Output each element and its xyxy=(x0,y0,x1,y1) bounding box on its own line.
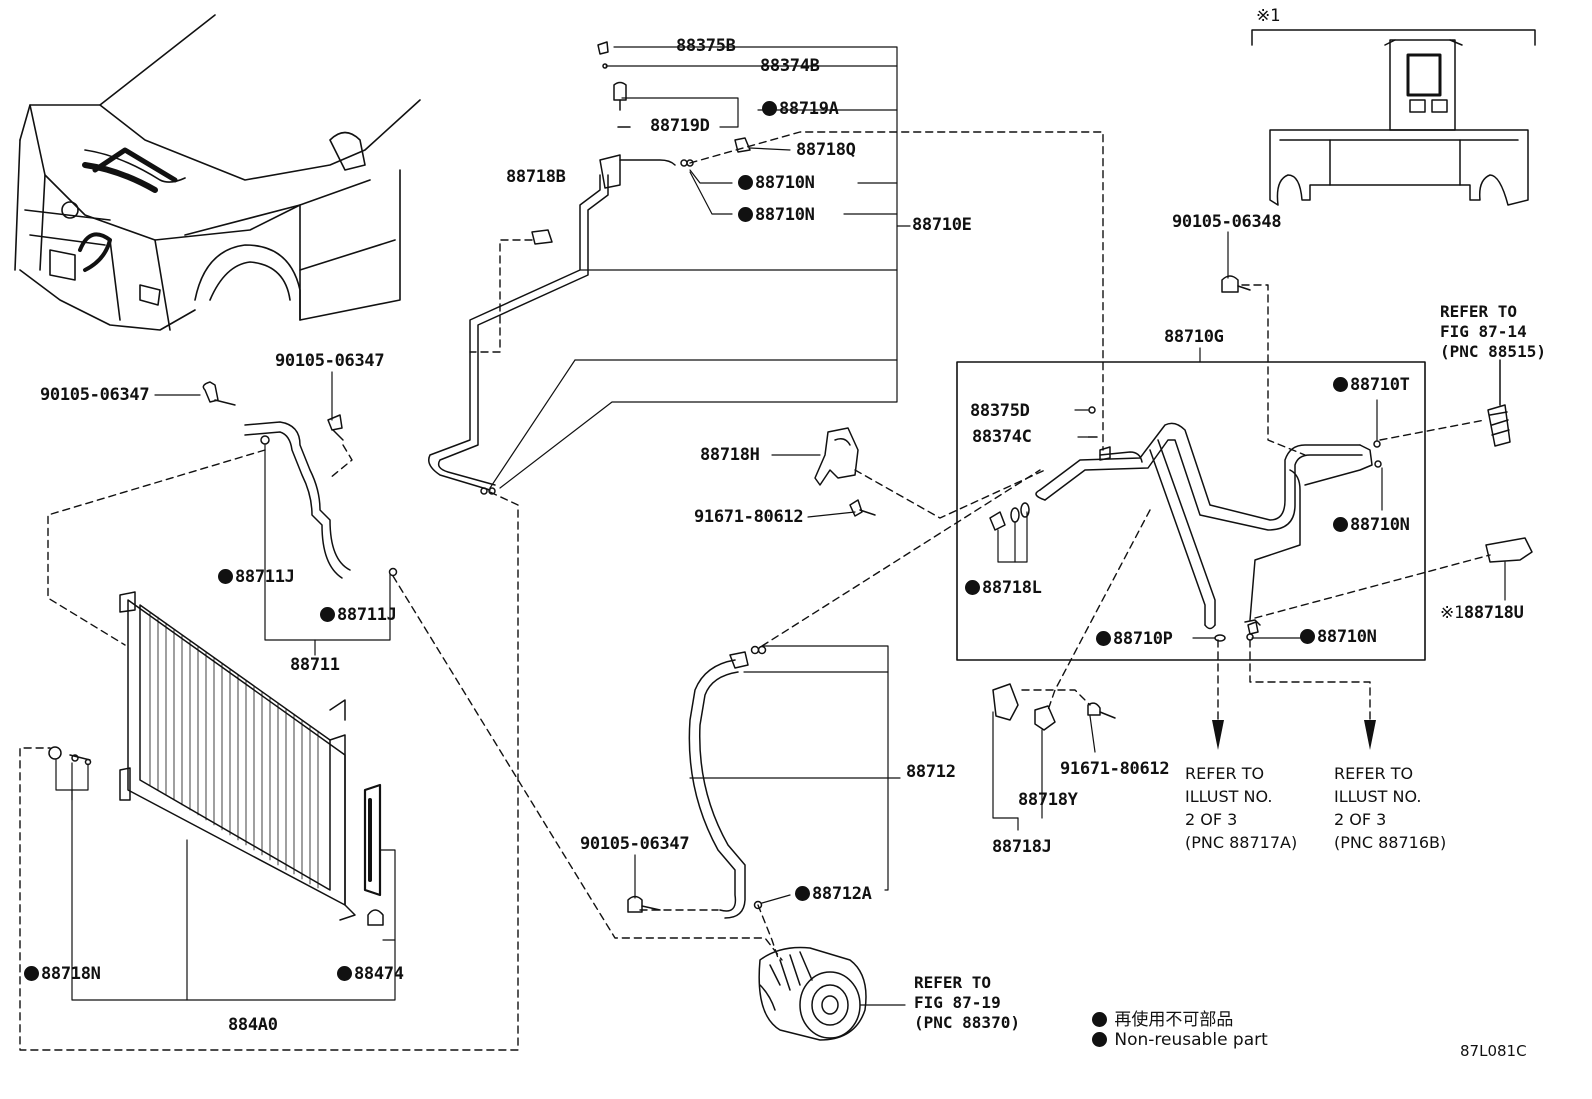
note-symbol-top: ※1 xyxy=(1256,6,1280,26)
part-label-88718Y: 88718Y xyxy=(1018,790,1078,810)
part-label-88718J: 88718J xyxy=(992,837,1052,857)
inset-bracket-illustration xyxy=(1251,29,1536,206)
part-label-91671-80612-upper: 91671-80612 xyxy=(694,507,804,527)
non-reusable-dot xyxy=(24,966,39,981)
non-reusable-dot xyxy=(762,101,777,116)
legend-non-reusable-en: Non-reusable part xyxy=(1092,1030,1268,1050)
part-label-90105-06347-left: 90105-06347 xyxy=(40,385,150,405)
vehicle-front-illustration xyxy=(14,14,421,331)
part-label-88718U: ※188718U xyxy=(1440,603,1524,623)
part-label-90105-06347-upper: 90105-06347 xyxy=(275,351,385,371)
part-label-91671-80612-lower: 91671-80612 xyxy=(1060,759,1170,779)
part-label-90105-06347-lower: 90105-06347 xyxy=(580,834,690,854)
non-reusable-dot xyxy=(1092,1032,1107,1047)
part-label-88710N-right: 88710N xyxy=(1333,516,1410,534)
non-reusable-dot xyxy=(965,580,980,595)
part-label-88711J-right: 88711J xyxy=(320,606,397,624)
non-reusable-dot xyxy=(795,886,810,901)
part-label-88718B: 88718B xyxy=(506,167,566,187)
non-reusable-dot xyxy=(1333,517,1348,532)
part-label-88710N-lower: 88710N xyxy=(738,206,815,224)
diagram-code: 87L081C xyxy=(1460,1042,1527,1060)
part-label-88718N: 88718N xyxy=(24,965,101,983)
ac-piping-diagram xyxy=(14,14,1536,1051)
non-reusable-dot xyxy=(1096,631,1111,646)
part-label-88719D: 88719D xyxy=(650,116,710,136)
arrow-heads xyxy=(1212,720,1376,750)
part-label-88374C: 88374C xyxy=(972,427,1032,447)
part-label-88375D: 88375D xyxy=(970,401,1030,421)
non-reusable-dot xyxy=(738,175,753,190)
part-label-88710T: 88710T xyxy=(1333,376,1410,394)
part-label-88375B: 88375B xyxy=(676,36,736,56)
hose-88712-illustration xyxy=(627,645,767,919)
pipe-88710E-illustration xyxy=(428,41,751,495)
part-label-88710N-upper: 88710N xyxy=(738,174,815,192)
non-reusable-dot xyxy=(1300,629,1315,644)
non-reusable-dot xyxy=(320,607,335,622)
non-reusable-dot xyxy=(738,207,753,222)
dashed-lines xyxy=(19,131,1491,1051)
part-label-90105-06348: 90105-06348 xyxy=(1172,212,1282,232)
small-parts-illustration xyxy=(814,275,1533,731)
part-label-88710N-bottom: 88710N xyxy=(1300,628,1377,646)
part-label-88718L: 88718L xyxy=(965,579,1042,597)
legend-non-reusable-jp: 再使用不可部品 xyxy=(1092,1005,1233,1030)
part-label-88710E: 88710E xyxy=(912,215,972,235)
condenser-illustration xyxy=(48,591,384,926)
non-reusable-dot xyxy=(218,569,233,584)
non-reusable-dot xyxy=(1092,1012,1107,1027)
part-label-88474: 88474 xyxy=(337,965,404,983)
pipe-group-88710G-illustration xyxy=(956,361,1426,661)
hose-88711-illustration xyxy=(202,381,398,579)
part-label-88374B: 88374B xyxy=(760,56,820,76)
part-label-88710P: 88710P xyxy=(1096,630,1173,648)
part-label-88711: 88711 xyxy=(290,655,340,675)
part-label-88718Q: 88718Q xyxy=(796,140,856,160)
part-label-884A0: 884A0 xyxy=(228,1015,278,1035)
part-label-88712: 88712 xyxy=(906,762,956,782)
part-label-88718H: 88718H xyxy=(700,445,760,465)
non-reusable-dot xyxy=(337,966,352,981)
part-label-88710G: 88710G xyxy=(1164,327,1224,347)
compressor-illustration xyxy=(758,946,867,1041)
part-label-88712A: 88712A xyxy=(795,885,872,903)
leader-lines xyxy=(55,46,1506,1006)
part-label-88719A: 88719A xyxy=(762,100,839,118)
non-reusable-dot xyxy=(1333,377,1348,392)
part-label-88711J-left: 88711J xyxy=(218,568,295,586)
